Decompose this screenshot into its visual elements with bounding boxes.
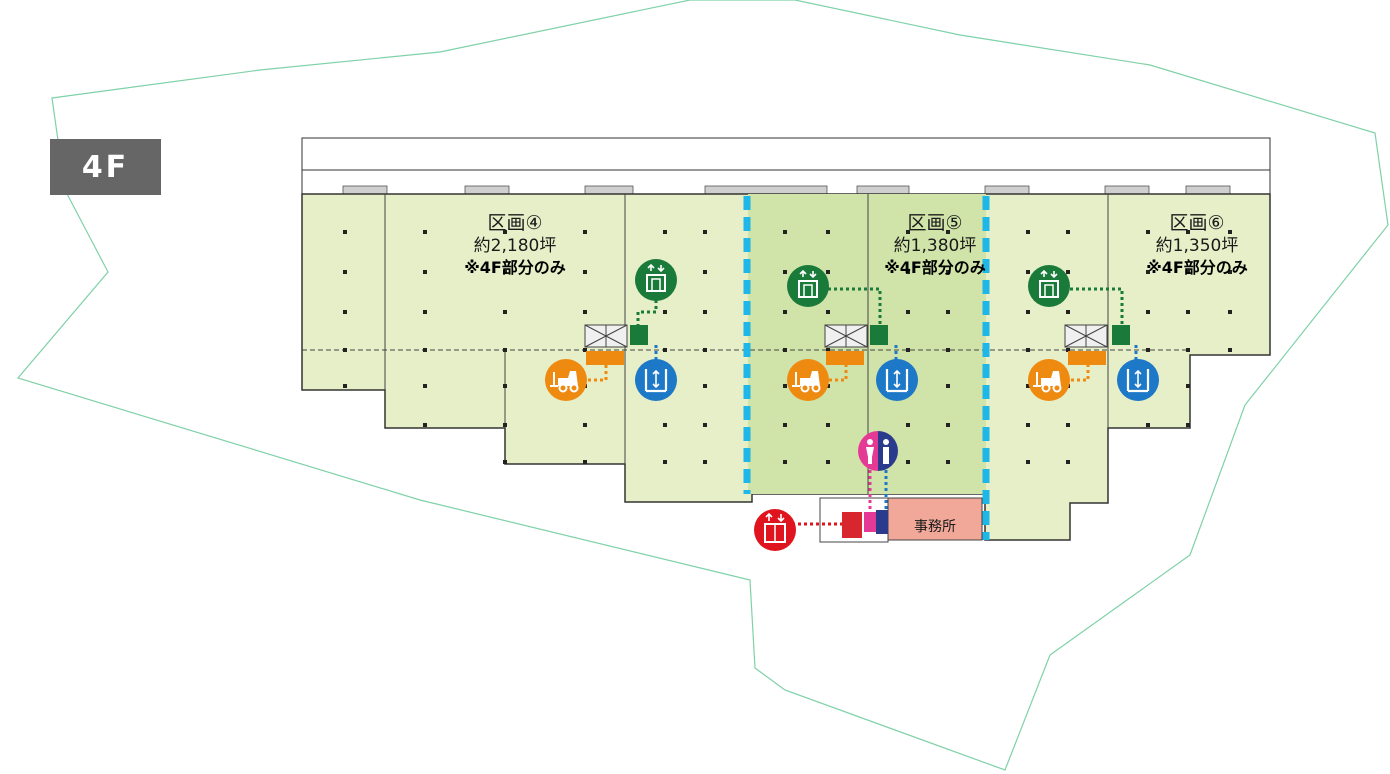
forklift-icon xyxy=(787,359,829,401)
zone-5-area: 約1,380坪 xyxy=(893,236,977,256)
zone-5-note: ※4F部分のみ xyxy=(884,258,986,277)
vertical-lift-icon xyxy=(876,359,918,401)
vertical-lift-icon xyxy=(635,359,677,401)
zone-4-label: 区画④ 約2,180坪 ※4F部分のみ xyxy=(430,211,600,279)
forklift-icon xyxy=(1028,359,1070,401)
zone-5-label: 区画⑤ 約1,380坪 ※4F部分のみ xyxy=(860,211,1010,279)
loading-areas xyxy=(584,324,1130,365)
site-boundary xyxy=(16,0,1389,771)
zone-6-area: 約1,350坪 xyxy=(1155,236,1239,256)
office-label: 事務所 xyxy=(914,519,956,535)
zone-4-note: ※4F部分のみ xyxy=(464,258,566,277)
zone-4-name: 区画④ xyxy=(487,212,543,234)
freight-elevator-icon xyxy=(787,265,829,307)
zone-dividers xyxy=(743,196,990,540)
freight-elevator-icon xyxy=(635,259,677,301)
restroom-icon xyxy=(858,431,898,471)
floor-label: 4F xyxy=(50,139,161,195)
vertical-lift-icon xyxy=(1117,359,1159,401)
zone-5-name: 区画⑤ xyxy=(907,212,963,234)
connector-lines xyxy=(588,287,1138,526)
zone-6-label: 区画⑥ 約1,350坪 ※4F部分のみ xyxy=(1122,211,1272,279)
passenger-elevator-icon xyxy=(754,509,796,551)
office-room xyxy=(887,497,983,541)
canopy-strip xyxy=(301,137,1271,195)
zone-6-note: ※4F部分のみ xyxy=(1146,258,1248,277)
zone-4-area: 約2,180坪 xyxy=(473,236,557,256)
zone-6-name: 区画⑥ xyxy=(1169,212,1225,234)
forklift-icon xyxy=(545,359,587,401)
freight-elevator-icon xyxy=(1028,265,1070,307)
